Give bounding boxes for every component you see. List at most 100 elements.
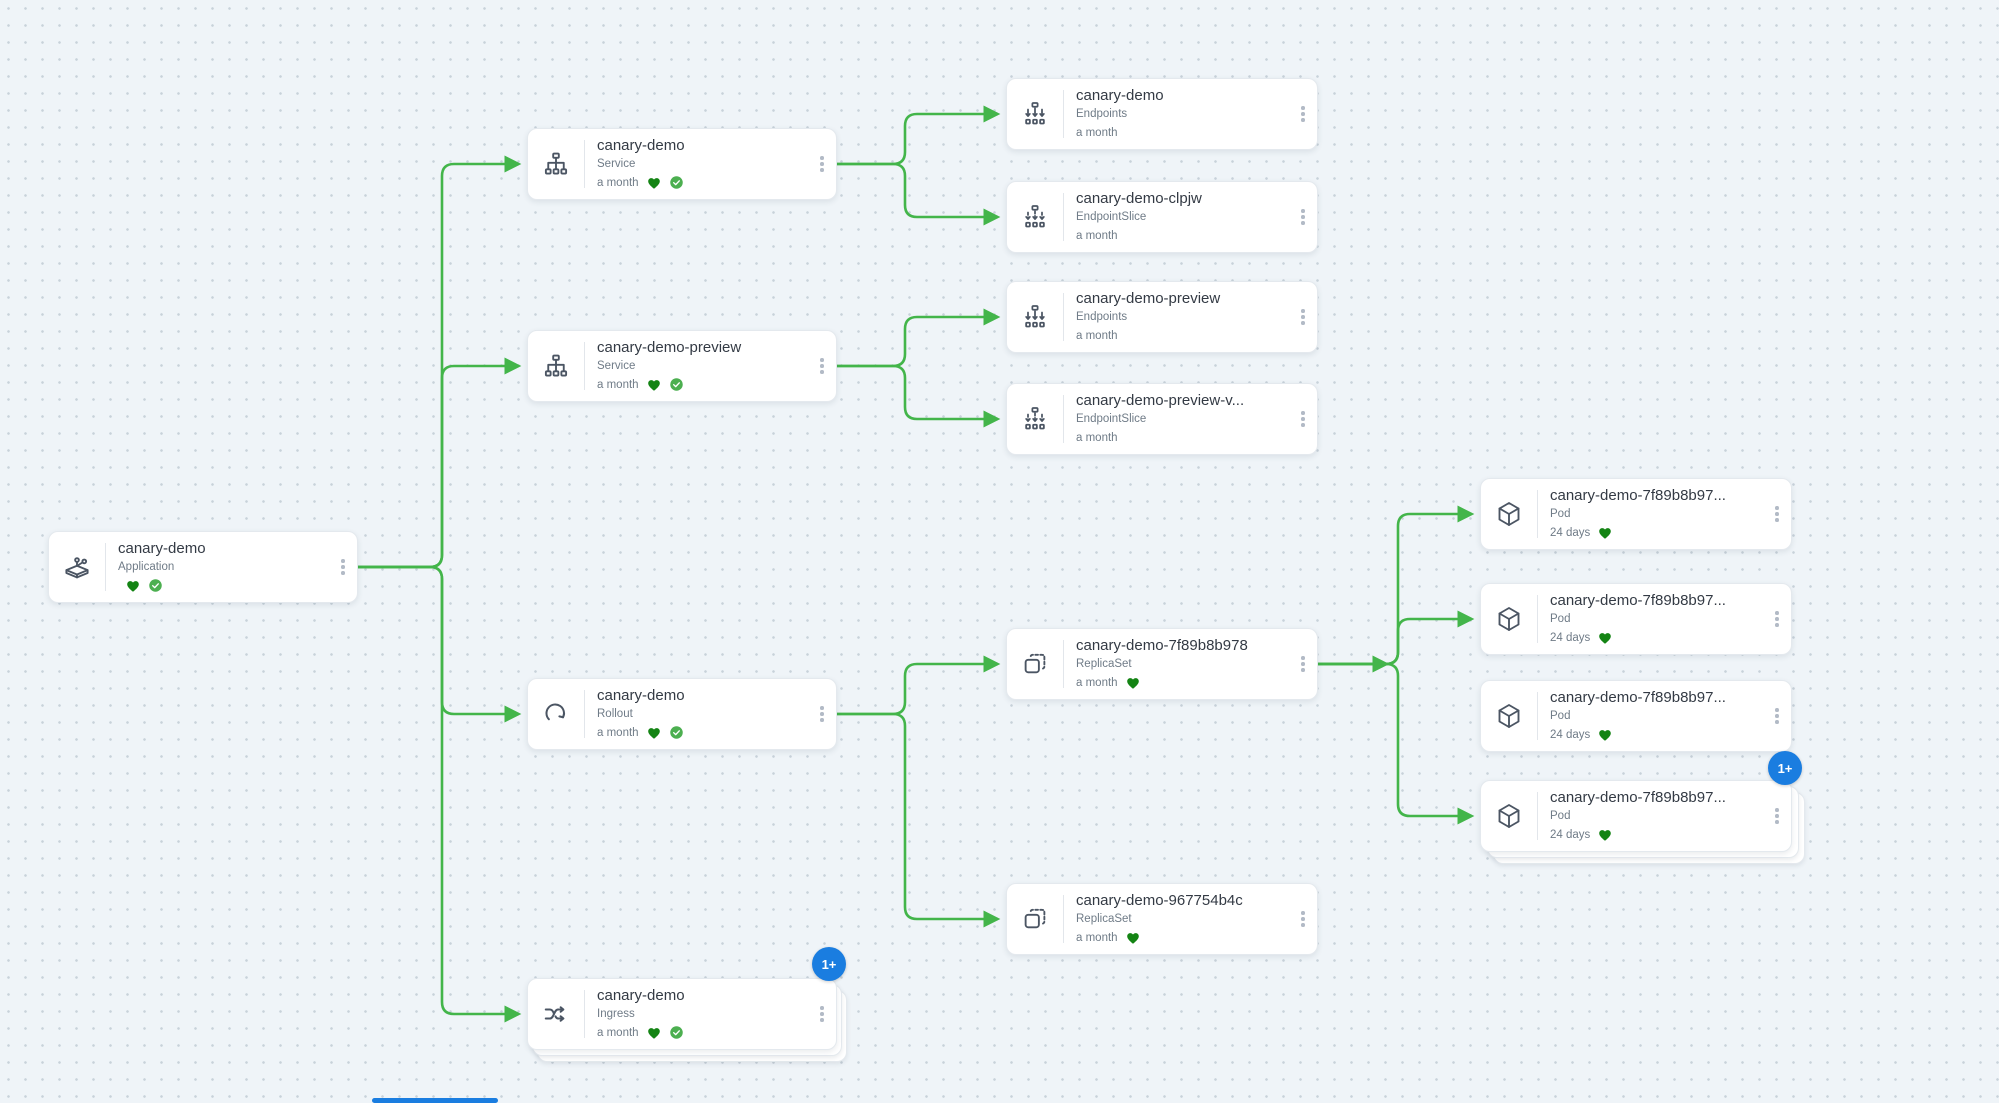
node-name: canary-demo-7f89b8b97...	[1550, 689, 1726, 707]
node-name: canary-demo	[597, 987, 685, 1005]
node-menu-button[interactable]	[1289, 650, 1317, 678]
node-menu-button[interactable]	[1289, 303, 1317, 331]
node-kind: Pod	[1550, 508, 1571, 521]
endpoints-icon	[1007, 99, 1063, 129]
ingress-overflow-badge[interactable]: 1+	[812, 947, 846, 981]
sync-check-icon	[669, 725, 683, 740]
node-kind: Application	[118, 561, 175, 574]
node-menu-button[interactable]	[808, 150, 836, 178]
sync-check-icon	[669, 1025, 683, 1040]
node-menu-button[interactable]	[1289, 203, 1317, 231]
node-kind: Endpoints	[1076, 108, 1128, 121]
node-menu-button[interactable]	[1289, 905, 1317, 933]
card-divider	[1537, 692, 1538, 740]
node-kind: ReplicaSet	[1076, 913, 1132, 926]
node-name: canary-demo-preview	[597, 339, 742, 357]
node-name: canary-demo	[1076, 87, 1164, 105]
sync-check-icon	[148, 578, 163, 593]
node-menu-button[interactable]	[1763, 605, 1791, 633]
health-heart-icon	[647, 1027, 660, 1039]
sync-check-icon	[669, 377, 683, 392]
node-menu-button[interactable]	[1763, 802, 1791, 830]
node-card-ingress[interactable]: canary-demo Ingress a month	[527, 978, 837, 1050]
node-age: a month	[1076, 126, 1118, 139]
node-menu-button[interactable]	[808, 700, 836, 728]
edge-rollout-to-replicaset1	[835, 655, 1001, 716]
health-heart-icon	[1126, 932, 1139, 944]
health-heart-icon	[1599, 632, 1612, 644]
card-divider	[584, 990, 585, 1038]
bottom-blue-bar	[372, 1098, 498, 1103]
card-divider	[1537, 595, 1538, 643]
node-card-pod-2[interactable]: canary-demo-7f89b8b97... Pod 24 days	[1480, 583, 1792, 655]
card-divider	[1063, 90, 1064, 138]
node-card-replicaset-1[interactable]: canary-demo-7f89b8b978 ReplicaSet a mont…	[1006, 628, 1318, 700]
edge-rollout-to-replicaset2	[835, 712, 1001, 928]
node-menu-button[interactable]	[329, 553, 357, 581]
node-name: canary-demo	[118, 540, 206, 558]
pod-overflow-badge[interactable]: 1+	[1768, 751, 1802, 785]
node-menu-button[interactable]	[1289, 405, 1317, 433]
node-kind: Rollout	[597, 708, 633, 721]
pod-icon	[1481, 701, 1537, 731]
edge-service-to-endpointslice	[835, 162, 1001, 226]
node-card-rollout[interactable]: canary-demo Rollout a month	[527, 678, 837, 750]
node-card-application[interactable]: canary-demo Application	[48, 531, 358, 603]
node-name: canary-demo-7f89b8b97...	[1550, 789, 1726, 807]
endpointslice-icon	[1007, 202, 1063, 232]
endpoints-icon	[1007, 302, 1063, 332]
edge-app-to-ingress	[356, 565, 522, 1023]
node-menu-button[interactable]	[808, 1000, 836, 1028]
node-card-pod-4[interactable]: canary-demo-7f89b8b97... Pod 24 days	[1480, 780, 1792, 852]
edge-replicaset-to-pod2	[1316, 610, 1475, 666]
node-age: 24 days	[1550, 526, 1591, 539]
card-divider	[1537, 792, 1538, 840]
node-menu-button[interactable]	[1763, 500, 1791, 528]
node-card-replicaset-2[interactable]: canary-demo-967754b4c ReplicaSet a month	[1006, 883, 1318, 955]
node-name: canary-demo-967754b4c	[1076, 892, 1243, 910]
edge-service-to-endpoints	[835, 105, 1001, 166]
node-card-endpoints[interactable]: canary-demo Endpoints a month	[1006, 78, 1318, 150]
edge-replicaset-to-pod4	[1316, 662, 1475, 825]
node-menu-button[interactable]	[1289, 100, 1317, 128]
service-icon	[528, 351, 584, 381]
node-kind: EndpointSlice	[1076, 211, 1147, 224]
replicaset-icon	[1007, 649, 1063, 679]
pod-icon	[1481, 604, 1537, 634]
card-divider	[1063, 895, 1064, 943]
edge-app-to-service-preview	[356, 357, 522, 569]
card-divider	[584, 140, 585, 188]
card-divider	[1537, 490, 1538, 538]
replicaset-icon	[1007, 904, 1063, 934]
node-name: canary-demo-preview-v...	[1076, 392, 1245, 410]
node-age: a month	[1076, 431, 1118, 444]
card-divider	[1063, 293, 1064, 341]
node-card-endpointslice-preview[interactable]: canary-demo-preview-v... EndpointSlice a…	[1006, 383, 1318, 455]
node-card-endpoints-preview[interactable]: canary-demo-preview Endpoints a month	[1006, 281, 1318, 353]
endpointslice-icon	[1007, 404, 1063, 434]
node-kind: Endpoints	[1076, 311, 1128, 324]
edge-preview-to-endpointslice	[835, 364, 1001, 428]
node-age: a month	[597, 1026, 639, 1039]
node-menu-button[interactable]	[1763, 702, 1791, 730]
node-card-pod-3[interactable]: canary-demo-7f89b8b97... Pod 24 days	[1480, 680, 1792, 752]
node-age: 24 days	[1550, 631, 1591, 644]
node-age: 24 days	[1550, 728, 1591, 741]
node-card-endpointslice[interactable]: canary-demo-clpjw EndpointSlice a month	[1006, 181, 1318, 253]
sync-check-icon	[669, 175, 683, 190]
node-card-pod-1[interactable]: canary-demo-7f89b8b97... Pod 24 days	[1480, 478, 1792, 550]
pod-icon	[1481, 801, 1537, 831]
node-kind: Ingress	[597, 1008, 635, 1021]
edge-app-to-rollout	[356, 565, 522, 723]
ingress-icon	[528, 999, 584, 1029]
health-heart-icon	[647, 727, 660, 739]
health-heart-icon	[1599, 829, 1612, 841]
node-menu-button[interactable]	[808, 352, 836, 380]
node-card-service-preview[interactable]: canary-demo-preview Service a month	[527, 330, 837, 402]
node-name: canary-demo-7f89b8b97...	[1550, 592, 1726, 610]
node-card-service[interactable]: canary-demo Service a month	[527, 128, 837, 200]
edge-preview-to-endpoints	[835, 308, 1001, 368]
node-age: a month	[1076, 329, 1118, 342]
node-age: a month	[1076, 931, 1118, 944]
